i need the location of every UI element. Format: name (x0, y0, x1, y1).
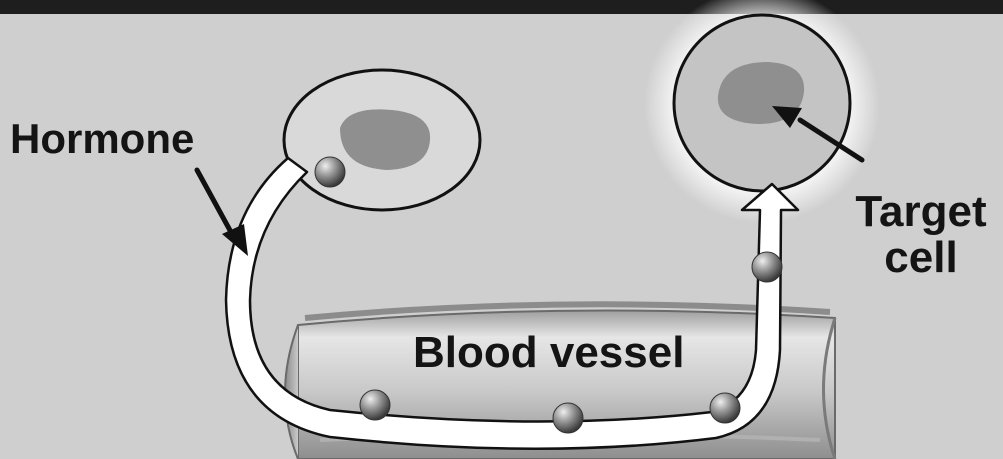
hormone-molecule (710, 393, 740, 423)
target-cell (674, 15, 850, 191)
target-cell-label-line2: cell (884, 233, 957, 282)
hormone-molecule (315, 157, 345, 187)
hormone-molecule (752, 252, 782, 282)
secreting-cell (284, 70, 480, 210)
blood-vessel-label: Blood vessel (413, 328, 684, 377)
hormone-molecule (360, 390, 390, 420)
top-bar (0, 0, 1003, 14)
hormone-molecule (553, 403, 583, 433)
hormone-label: Hormone (10, 115, 194, 162)
target-cell-label-line1: Target (855, 187, 987, 236)
